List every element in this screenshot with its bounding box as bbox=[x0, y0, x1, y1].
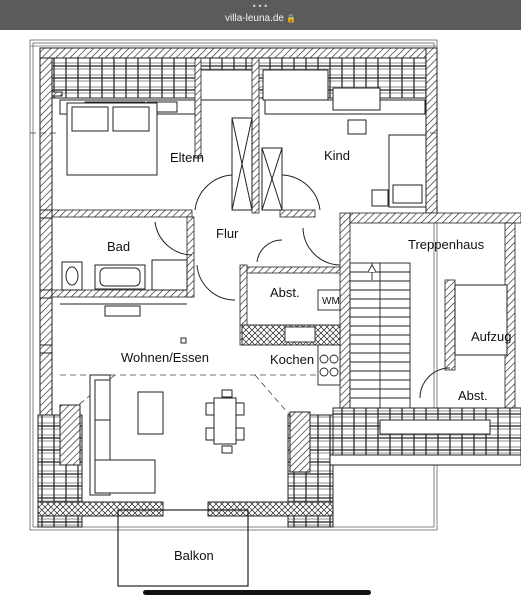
lock-icon: 🔒 bbox=[285, 14, 296, 23]
stairwell-window bbox=[379, 419, 491, 435]
bath-fixtures bbox=[60, 259, 188, 317]
room-label-balkon: Balkon bbox=[174, 548, 214, 563]
tab-menu-dots[interactable]: ••• bbox=[251, 2, 270, 11]
room-label-flur: Flur bbox=[216, 226, 239, 241]
room-label-wohnen: Wohnen/Essen bbox=[121, 350, 209, 365]
interior-walls bbox=[51, 57, 521, 459]
floor-plan: Eltern Kind Flur Bad Treppenhaus Abst. W… bbox=[29, 39, 521, 587]
roof-tiles-bottom bbox=[37, 404, 521, 528]
room-label-bad: Bad bbox=[107, 239, 130, 254]
balcony bbox=[117, 509, 249, 587]
room-label-aufzug: Aufzug bbox=[471, 329, 511, 344]
browser-top-bar: ••• villa-leuna.de🔒 bbox=[0, 0, 521, 30]
roof-outline bbox=[29, 39, 438, 531]
door-swings bbox=[154, 174, 451, 399]
closet bbox=[231, 117, 283, 211]
home-indicator[interactable] bbox=[143, 590, 371, 595]
double-bed bbox=[66, 102, 158, 176]
room-label-eltern: Eltern bbox=[170, 150, 204, 165]
elevator-shaft bbox=[454, 284, 508, 356]
kitchen-counter bbox=[241, 289, 341, 386]
living-furniture bbox=[89, 337, 245, 496]
room-label-kind: Kind bbox=[324, 148, 350, 163]
wall-marks bbox=[39, 209, 53, 354]
kids-furniture bbox=[332, 87, 427, 208]
room-label-abst-2: Abst. bbox=[458, 388, 488, 403]
address-bar[interactable]: villa-leuna.de🔒 bbox=[0, 13, 521, 25]
room-label-abst-1: Abst. bbox=[270, 285, 300, 300]
url-text[interactable]: villa-leuna.de bbox=[225, 13, 284, 24]
exterior-walls bbox=[39, 47, 438, 419]
room-label-treppenhaus: Treppenhaus bbox=[408, 237, 485, 252]
room-label-kochen: Kochen bbox=[270, 352, 314, 367]
staircase bbox=[349, 262, 411, 412]
room-label-wm: WM bbox=[322, 296, 340, 307]
